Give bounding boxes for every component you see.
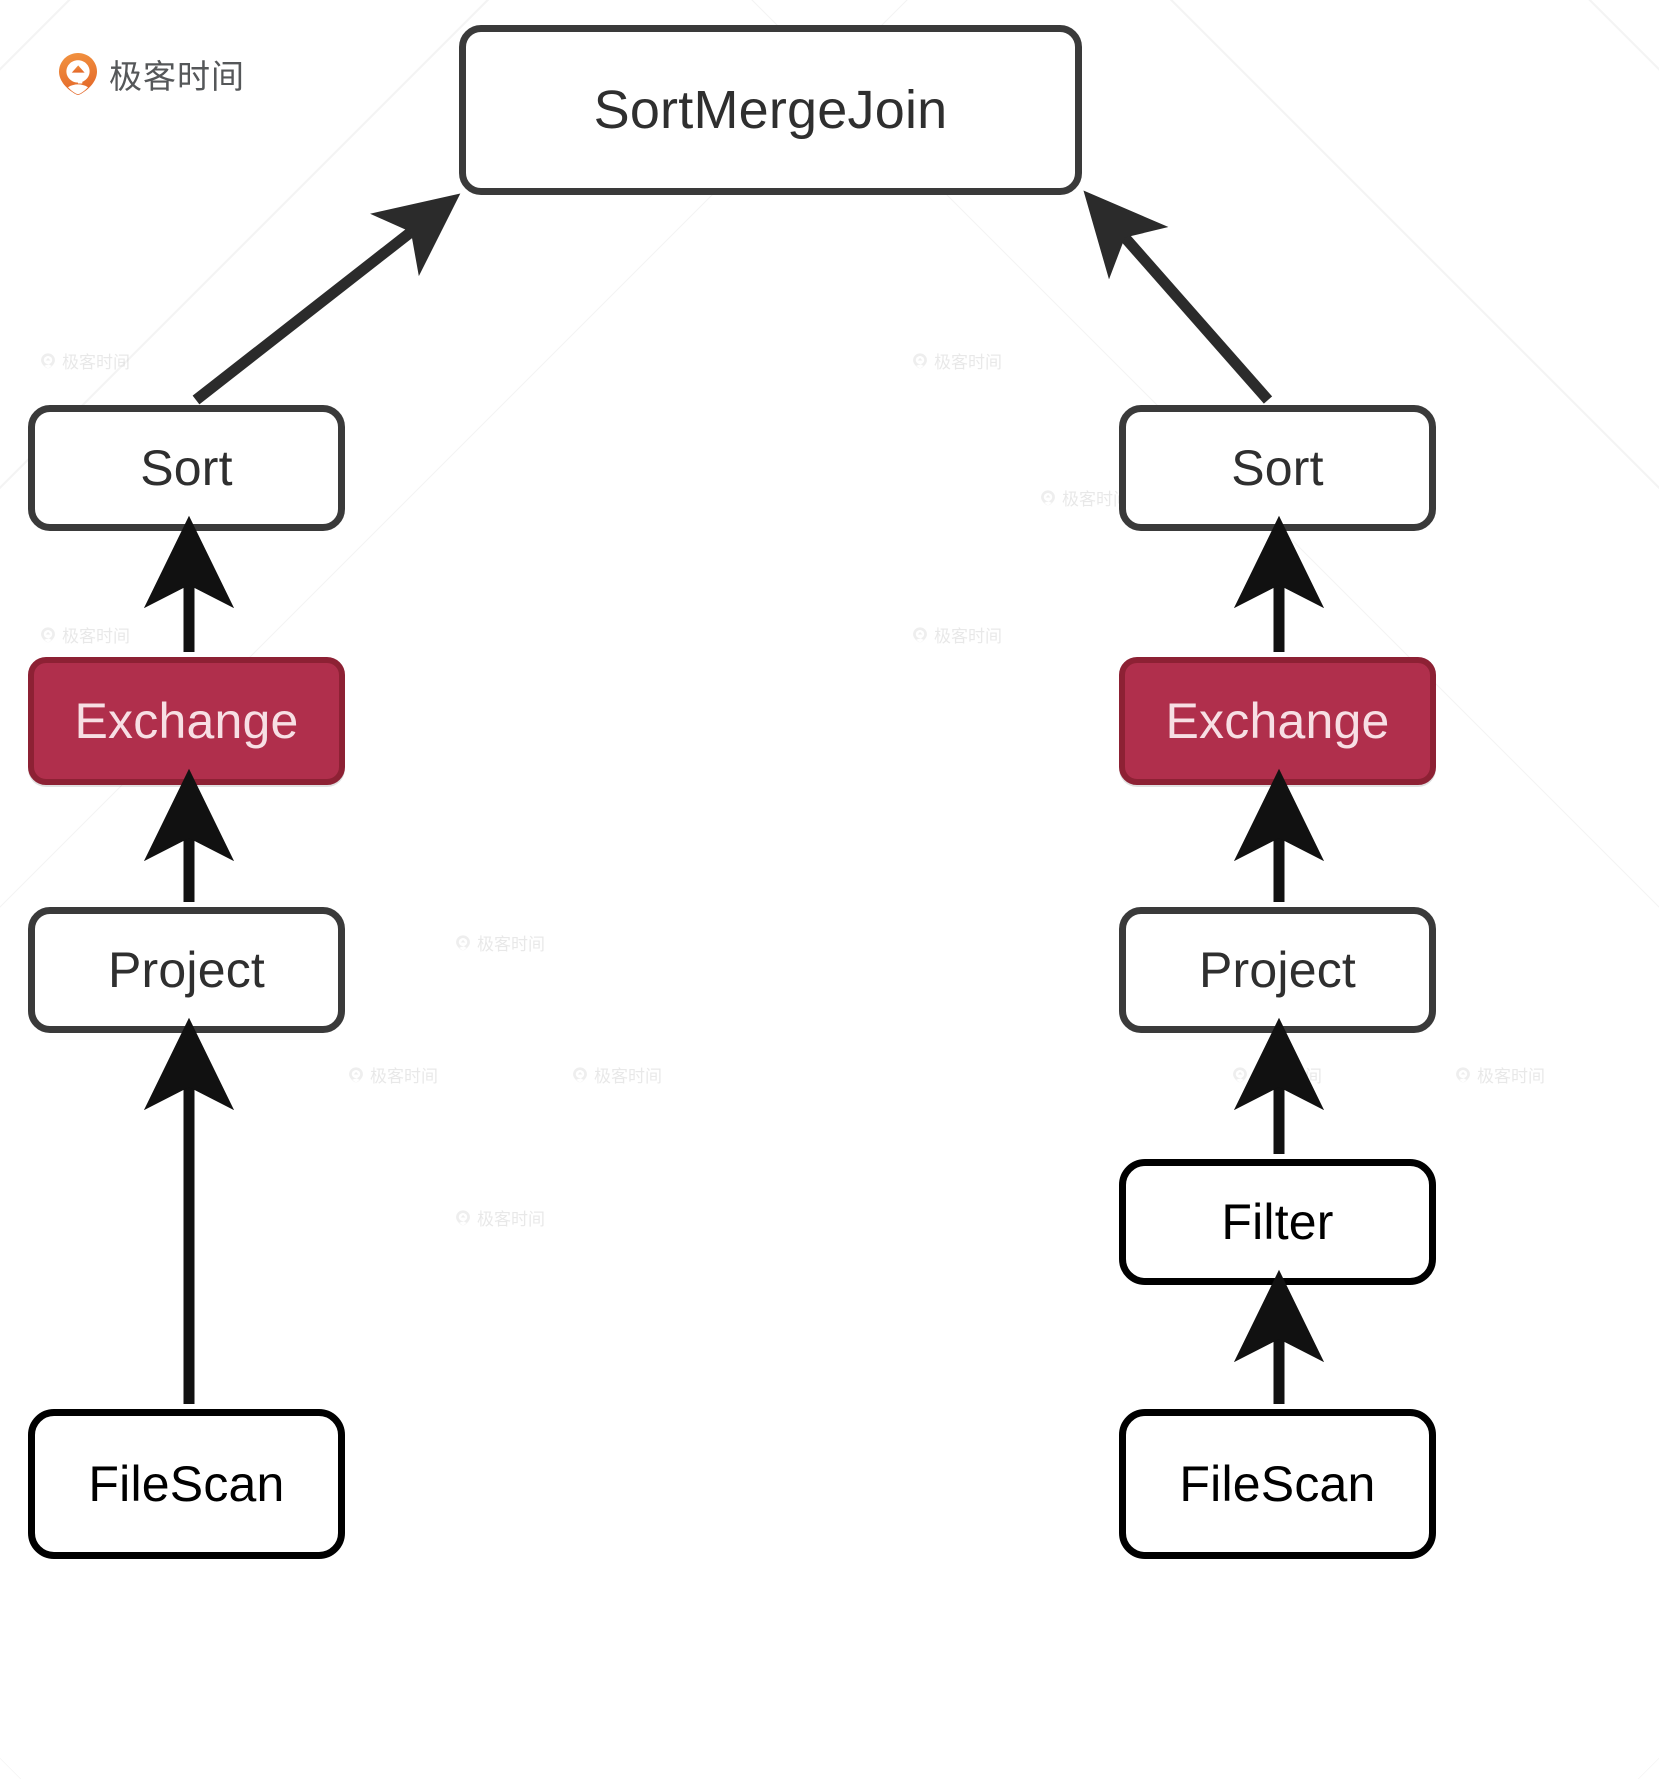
plan-node-sort-left[interactable]: Sort — [28, 405, 345, 531]
plan-node-sort-right[interactable]: Sort — [1119, 405, 1436, 531]
plan-node-sortmergejoin[interactable]: SortMergeJoin — [459, 25, 1082, 195]
plan-node-label: Sort — [140, 440, 233, 496]
brand-logo: 极客时间 — [58, 50, 245, 98]
plan-node-exchange-right[interactable]: Exchange — [1119, 657, 1436, 785]
plan-node-exchange-left[interactable]: Exchange — [28, 657, 345, 785]
plan-node-label: SortMergeJoin — [593, 80, 948, 140]
plan-node-label: Project — [1198, 942, 1356, 998]
plan-node-filescan-right[interactable]: FileScan — [1119, 1409, 1436, 1559]
plan-node-label: Exchange — [1165, 693, 1390, 749]
plan-node-filescan-left[interactable]: FileScan — [28, 1409, 345, 1559]
plan-node-label: FileScan — [88, 1456, 285, 1512]
plan-node-label: Project — [107, 942, 265, 998]
geektime-pin-icon — [59, 53, 97, 95]
plan-node-filter-right[interactable]: Filter — [1119, 1159, 1436, 1285]
plan-node-project-right[interactable]: Project — [1119, 907, 1436, 1033]
plan-node-project-left[interactable]: Project — [28, 907, 345, 1033]
plan-node-label: Exchange — [74, 693, 299, 749]
brand-name: 极客时间 — [109, 57, 245, 96]
plan-node-label: Filter — [1221, 1194, 1334, 1250]
plan-node-label: Sort — [1231, 440, 1324, 496]
plan-node-label: FileScan — [1179, 1456, 1376, 1512]
